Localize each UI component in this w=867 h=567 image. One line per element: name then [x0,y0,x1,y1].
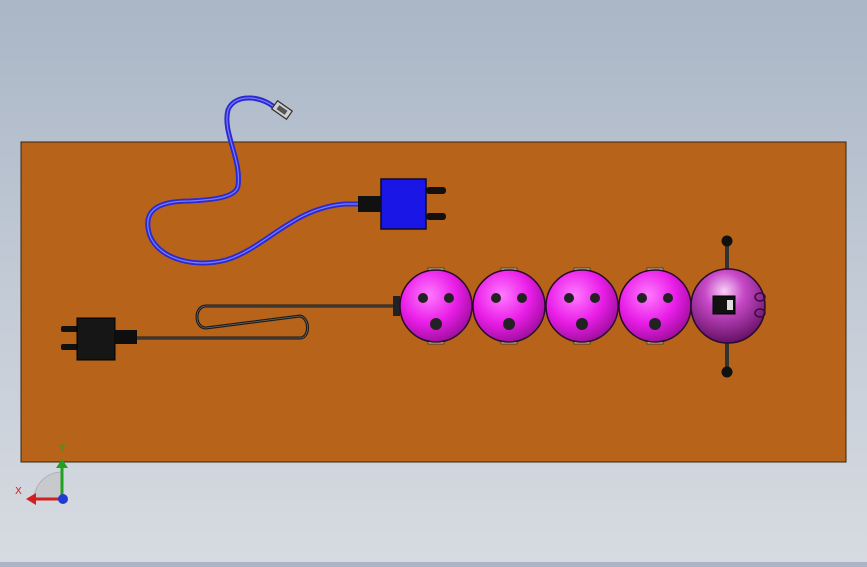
y-axis-arrow-icon [56,459,68,468]
x-axis-arrow-icon [26,493,36,505]
plug-prong-bottom [61,344,78,350]
socket-1[interactable] [399,267,473,345]
adapter-strain-relief [358,196,382,212]
blue-cable-highlight [147,97,384,264]
blue-power-adapter[interactable] [380,178,427,230]
socket-2[interactable] [472,267,546,345]
indicator-light [754,292,766,302]
switch-module[interactable] [690,235,766,378]
black-cable-highlight [137,305,396,339]
triad-plane-icon [33,471,63,501]
triad-x-label: X [15,486,22,497]
power-cord-assembly[interactable] [61,296,400,361]
coordinate-triad [26,459,68,505]
socket-4[interactable] [618,267,692,345]
socket-3[interactable] [545,267,619,345]
plug-prong-top [61,326,78,332]
power-strip[interactable] [399,235,766,378]
black-power-plug[interactable] [76,317,116,361]
usb-plug-icon [270,99,294,121]
z-axis-dot-icon [58,494,68,504]
plug-strain-relief [115,330,137,344]
adapter-prong-bottom [426,213,446,220]
triad-y-label: Y [59,443,66,454]
fuse-cap [754,308,766,318]
cord-grommet [393,296,400,316]
usb-cable-assembly[interactable] [145,95,446,266]
adapter-prong-top [426,187,446,194]
mount-knob-bottom [721,366,733,378]
mount-knob-top [721,235,733,247]
